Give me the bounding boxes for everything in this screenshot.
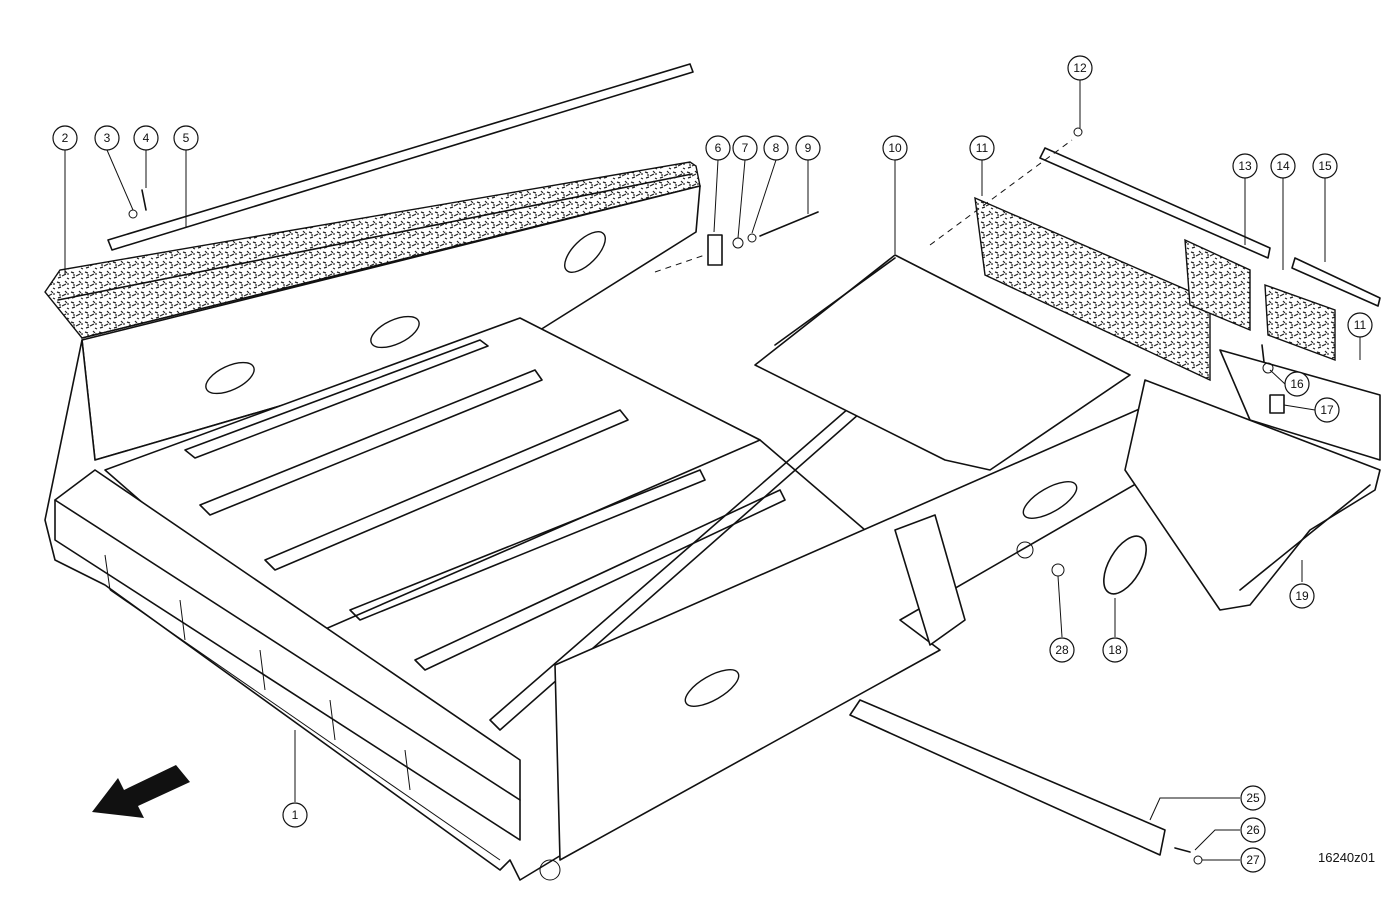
washer-icon	[732, 237, 744, 249]
svg-text:3: 3	[104, 131, 111, 145]
callout-11: 11	[969, 135, 995, 161]
callout-17: 17	[1314, 397, 1340, 423]
back-side-wall	[81, 185, 701, 461]
svg-text:5: 5	[183, 131, 190, 145]
long-bolt-icon	[759, 211, 819, 237]
callout-27: 27	[1240, 847, 1266, 873]
callout-25: 25	[1240, 785, 1266, 811]
grommet-icon	[1103, 535, 1147, 595]
callout-12: 12	[1067, 55, 1093, 81]
direction-arrow-icon	[92, 765, 190, 818]
callout-15: 15	[1312, 153, 1338, 179]
callout-13: 13	[1232, 153, 1258, 179]
callout-19: 19	[1289, 583, 1315, 609]
callouts: 2 3 4 5 6 7 8 9 10 11 12 13 14 15 11 16 …	[52, 55, 1373, 873]
right-floor-panel-part	[754, 254, 1131, 471]
beam-slot	[684, 669, 740, 707]
top-rail-strip-part	[107, 63, 694, 251]
plug-icon	[1016, 541, 1034, 559]
svg-text:11: 11	[976, 141, 989, 155]
bolt-icon	[1174, 847, 1191, 853]
lower-bar-part	[849, 699, 1166, 856]
svg-text:16: 16	[1290, 377, 1304, 391]
hardware-parts	[128, 127, 1285, 865]
svg-text:12: 12	[1073, 61, 1087, 75]
callout-26: 26	[1240, 817, 1266, 843]
svg-text:18: 18	[1108, 643, 1122, 657]
callout-4: 4	[133, 125, 159, 151]
callout-11-right: 11	[1347, 312, 1373, 338]
callout-6: 6	[705, 135, 731, 161]
svg-text:25: 25	[1246, 791, 1260, 805]
callout-18: 18	[1102, 637, 1128, 663]
svg-text:9: 9	[805, 141, 812, 155]
svg-text:17: 17	[1320, 403, 1334, 417]
nut-icon	[1073, 127, 1083, 137]
svg-text:4: 4	[143, 131, 150, 145]
beam-slot	[1022, 481, 1078, 519]
svg-text:13: 13	[1238, 159, 1252, 173]
svg-text:28: 28	[1055, 643, 1069, 657]
upper-strip-part	[1039, 147, 1271, 259]
svg-text:14: 14	[1276, 159, 1290, 173]
assembly-guides	[654, 139, 1073, 273]
svg-text:6: 6	[715, 141, 722, 155]
washer-icon	[1262, 362, 1274, 374]
callout-10: 10	[882, 135, 908, 161]
callout-9: 9	[795, 135, 821, 161]
svg-text:10: 10	[888, 141, 902, 155]
callout-8: 8	[763, 135, 789, 161]
bolt-icon	[141, 189, 147, 211]
svg-text:15: 15	[1318, 159, 1332, 173]
svg-text:27: 27	[1246, 853, 1260, 867]
sieve-pan-part	[44, 161, 701, 339]
center-divider-beam	[539, 399, 1161, 881]
nut-icon	[128, 209, 138, 219]
washer-icon	[747, 233, 757, 243]
svg-text:1: 1	[292, 808, 299, 822]
svg-text:8: 8	[773, 141, 780, 155]
clamp-icon	[1269, 394, 1285, 414]
callout-7: 7	[732, 135, 758, 161]
callout-2: 2	[52, 125, 78, 151]
wall-slot	[370, 315, 420, 349]
svg-text:7: 7	[742, 141, 749, 155]
callout-5: 5	[173, 125, 199, 151]
svg-text:11: 11	[1354, 318, 1367, 332]
right-side-panel-part	[974, 196, 1211, 382]
callout-16: 16	[1284, 371, 1310, 397]
bracket-icon	[707, 234, 723, 266]
wall-slot	[564, 231, 606, 273]
bolt-icon	[1261, 344, 1265, 363]
callout-14: 14	[1270, 153, 1296, 179]
callout-1: 1	[282, 802, 308, 828]
svg-text:19: 19	[1295, 589, 1309, 603]
wall-slot	[205, 361, 255, 395]
svg-text:26: 26	[1246, 823, 1260, 837]
svg-text:2: 2	[62, 131, 69, 145]
plug-icon	[1051, 563, 1065, 577]
drawing-reference-code: 16240z01	[1318, 850, 1375, 865]
callout-28: 28	[1049, 637, 1075, 663]
callout-3: 3	[94, 125, 120, 151]
small-sieve-panels	[1184, 238, 1381, 362]
right-lower-floor-part	[1124, 349, 1381, 611]
washer-icon	[1193, 855, 1203, 865]
